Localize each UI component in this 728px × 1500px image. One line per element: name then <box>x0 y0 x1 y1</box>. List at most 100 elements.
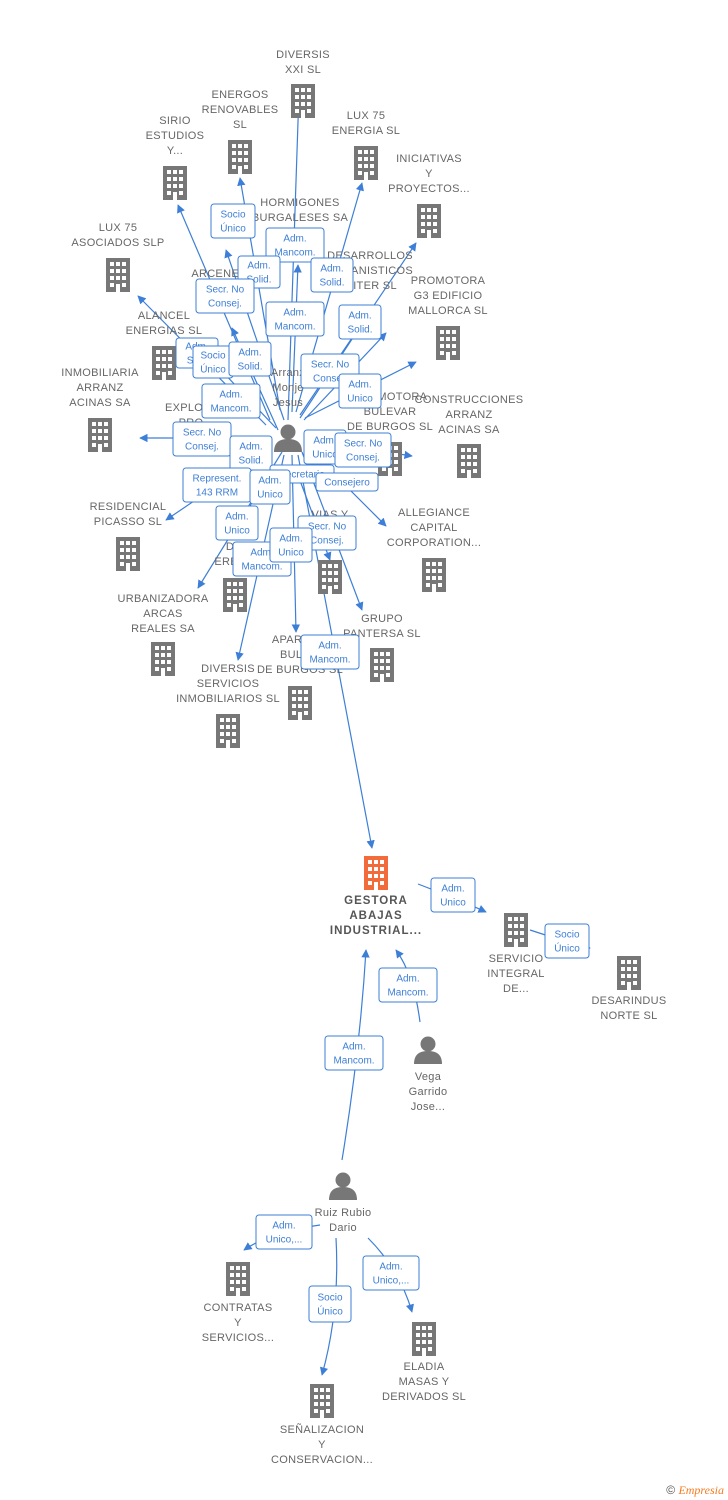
relation-box[interactable] <box>249 469 291 505</box>
relation-box[interactable] <box>201 383 261 419</box>
relation-box[interactable] <box>265 227 325 263</box>
company-icon[interactable] <box>422 558 446 592</box>
relation-label-r29[interactable]: Adm.Mancom. <box>378 967 438 1003</box>
relation-box[interactable] <box>310 257 354 293</box>
company-icon[interactable] <box>457 444 481 478</box>
company-icon[interactable] <box>617 956 641 990</box>
relation-box[interactable] <box>338 304 382 340</box>
node-gestora[interactable]: GESTORAABAJASINDUSTRIAL... <box>330 856 422 937</box>
relation-box[interactable] <box>315 472 379 492</box>
relation-box[interactable] <box>269 527 313 563</box>
relation-box[interactable] <box>308 1285 352 1323</box>
company-icon[interactable] <box>436 326 460 360</box>
relation-box[interactable] <box>430 877 476 913</box>
company-icon[interactable] <box>226 1262 250 1296</box>
company-icon[interactable] <box>223 578 247 612</box>
relation-label-r26[interactable]: Adm.Mancom. <box>300 634 360 670</box>
relation-box[interactable] <box>300 634 360 670</box>
company-icon[interactable] <box>88 418 112 452</box>
company-icon[interactable] <box>318 560 342 594</box>
relation-label-r10[interactable]: Adm.Solid. <box>228 341 272 377</box>
relation-label-r31[interactable]: Adm.Unico,... <box>255 1214 313 1250</box>
company-icon[interactable] <box>370 648 394 682</box>
relation-box[interactable] <box>334 432 392 468</box>
node-iniciativas[interactable]: INICIATIVASYPROYECTOS... <box>388 153 470 238</box>
relation-label-r20[interactable]: Adm.Unico <box>249 469 291 505</box>
company-icon[interactable] <box>291 84 315 118</box>
relation-box[interactable] <box>195 278 255 314</box>
relation-box[interactable] <box>228 341 272 377</box>
relation-label-r15[interactable]: Adm.Solid. <box>229 435 273 471</box>
relation-box[interactable] <box>324 1035 384 1071</box>
company-icon[interactable] <box>216 714 240 748</box>
person-icon[interactable] <box>274 424 302 453</box>
company-icon[interactable] <box>152 346 176 380</box>
node-allegiance[interactable]: ALLEGIANCECAPITALCORPORATION... <box>387 507 481 592</box>
main-company-icon[interactable] <box>364 856 388 890</box>
relation-box[interactable] <box>378 967 438 1003</box>
relation-label-r30[interactable]: Adm.Mancom. <box>324 1035 384 1071</box>
relation-label-r19[interactable]: Represent.143 RRM <box>182 467 252 503</box>
relation-box[interactable] <box>338 373 382 409</box>
node-contratas[interactable]: CONTRATASYSERVICIOS... <box>202 1262 274 1344</box>
company-icon[interactable] <box>116 537 140 571</box>
company-icon[interactable] <box>163 166 187 200</box>
relation-label-r4[interactable]: Adm.Solid. <box>310 257 354 293</box>
person-icon[interactable] <box>414 1036 442 1065</box>
relation-label-r21[interactable]: Consejero <box>315 472 379 492</box>
company-icon[interactable] <box>106 258 130 292</box>
relation-label-r22[interactable]: Adm.Unico <box>215 505 259 541</box>
company-icon[interactable] <box>504 913 528 947</box>
relation-label-r32[interactable]: Adm.Unico,... <box>362 1255 420 1291</box>
company-icon[interactable] <box>151 642 175 676</box>
relation-box[interactable] <box>215 505 259 541</box>
company-icon[interactable] <box>412 1322 436 1356</box>
relation-label-r12[interactable]: Adm.Mancom. <box>201 383 261 419</box>
company-icon[interactable] <box>354 146 378 180</box>
node-servicio[interactable]: SERVICIOINTEGRALDE... <box>487 913 544 995</box>
relation-box[interactable] <box>544 923 590 959</box>
node-senalizacion[interactable]: SEÑALIZACIONYCONSERVACION... <box>271 1384 373 1466</box>
brand-logo[interactable]: Empresia <box>678 1483 724 1497</box>
relation-label-r27[interactable]: Adm.Unico <box>430 877 476 913</box>
relation-label-r13[interactable]: Adm.Unico <box>338 373 382 409</box>
relation-box[interactable] <box>210 203 256 239</box>
relation-label-r7[interactable]: Adm.Solid. <box>338 304 382 340</box>
node-vega[interactable]: VegaGarridoJose... <box>409 1036 448 1114</box>
node-sirio[interactable]: SIRIOESTUDIOSY... <box>146 115 205 200</box>
company-icon[interactable] <box>310 1384 334 1418</box>
relation-box[interactable] <box>265 301 325 337</box>
company-icon[interactable] <box>417 204 441 238</box>
relation-box[interactable] <box>255 1214 313 1250</box>
company-icon[interactable] <box>288 686 312 720</box>
person-icon[interactable] <box>329 1172 357 1201</box>
relation-label-r2[interactable]: Adm.Mancom. <box>265 227 325 263</box>
relation-box[interactable] <box>362 1255 420 1291</box>
relation-label-r6[interactable]: Adm.Mancom. <box>265 301 325 337</box>
